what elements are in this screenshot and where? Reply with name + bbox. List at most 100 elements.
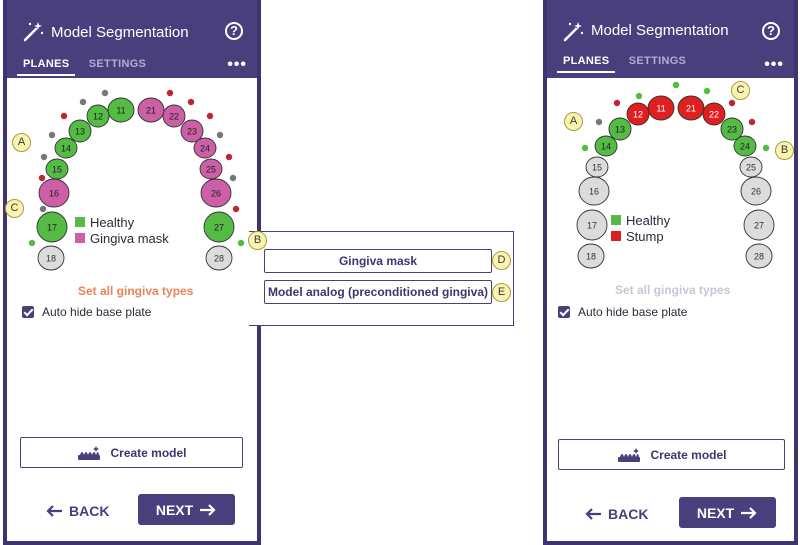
segment-dot[interactable] (39, 205, 47, 213)
tooth-shape[interactable] (38, 178, 70, 208)
tooth-14[interactable]: 14 (54, 137, 78, 159)
segment-dot[interactable] (703, 87, 711, 95)
segment-dot[interactable] (166, 89, 174, 97)
segment-dot[interactable] (48, 131, 56, 139)
tooth-25[interactable]: 25 (739, 156, 763, 178)
segment-dot[interactable] (225, 153, 233, 161)
tooth-22[interactable]: 22 (702, 102, 726, 126)
tooth-shape[interactable] (37, 245, 65, 271)
tooth-shape[interactable] (578, 176, 610, 206)
tooth-shape[interactable] (739, 156, 763, 178)
tooth-18[interactable]: 18 (577, 243, 605, 269)
next-button[interactable]: NEXT (679, 497, 776, 528)
tooth-22[interactable]: 22 (162, 104, 186, 128)
tooth-shape[interactable] (54, 137, 78, 159)
segment-dot[interactable] (40, 153, 48, 161)
tooth-13[interactable]: 13 (68, 119, 92, 143)
help-icon[interactable]: ? (762, 22, 780, 40)
tooth-shape[interactable] (36, 211, 68, 243)
tooth-shape[interactable] (199, 158, 223, 180)
tooth-28[interactable]: 28 (745, 243, 773, 269)
tab-settings[interactable]: SETTINGS (88, 58, 147, 70)
tooth-23[interactable]: 23 (720, 117, 744, 141)
tooth-27[interactable]: 27 (203, 211, 235, 243)
tooth-11[interactable]: 11 (647, 95, 675, 121)
tooth-27[interactable]: 27 (743, 209, 775, 241)
tooth-shape[interactable] (205, 245, 233, 271)
tooth-shape[interactable] (745, 243, 773, 269)
help-icon[interactable]: ? (225, 22, 243, 40)
tooth-24[interactable]: 24 (193, 137, 217, 159)
option-model-analog[interactable]: Model analog (preconditioned gingiva) (264, 280, 492, 304)
set-all-gingiva-link[interactable]: Set all gingiva types (78, 284, 194, 298)
tooth-23[interactable]: 23 (180, 119, 204, 143)
next-button[interactable]: NEXT (138, 494, 235, 525)
tooth-21[interactable]: 21 (677, 95, 705, 121)
tooth-shape[interactable] (193, 137, 217, 159)
tooth-18[interactable]: 18 (37, 245, 65, 271)
tooth-shape[interactable] (162, 104, 186, 128)
tooth-16[interactable]: 16 (578, 176, 610, 206)
option-gingiva-mask[interactable]: Gingiva mask (264, 249, 492, 273)
more-icon[interactable]: ••• (764, 56, 784, 73)
tooth-shape[interactable] (647, 95, 675, 121)
back-button[interactable]: BACK (584, 506, 648, 522)
tooth-14[interactable]: 14 (594, 135, 618, 157)
tooth-shape[interactable] (594, 135, 618, 157)
tooth-shape[interactable] (733, 135, 757, 157)
tooth-shape[interactable] (577, 243, 605, 269)
segment-dot[interactable] (728, 99, 736, 107)
segment-dot[interactable] (762, 144, 770, 152)
segment-dot[interactable] (101, 89, 109, 97)
segment-dot[interactable] (635, 92, 643, 100)
tooth-17[interactable]: 17 (576, 209, 608, 241)
segment-dot[interactable] (28, 239, 36, 247)
tooth-shape[interactable] (743, 209, 775, 241)
tooth-shape[interactable] (68, 119, 92, 143)
tooth-shape[interactable] (608, 117, 632, 141)
tooth-12[interactable]: 12 (86, 104, 110, 128)
tooth-shape[interactable] (180, 119, 204, 143)
tooth-shape[interactable] (626, 102, 650, 126)
tooth-shape[interactable] (107, 97, 135, 123)
segment-dot[interactable] (672, 81, 680, 89)
segment-dot[interactable] (581, 144, 589, 152)
segment-dot[interactable] (79, 98, 87, 106)
tooth-24[interactable]: 24 (733, 135, 757, 157)
segment-dot[interactable] (237, 239, 245, 247)
create-model-button[interactable]: Create model (558, 439, 785, 470)
segment-dot[interactable] (38, 174, 46, 182)
tooth-shape[interactable] (203, 211, 235, 243)
segment-dot[interactable] (60, 112, 68, 120)
tooth-13[interactable]: 13 (608, 117, 632, 141)
tooth-26[interactable]: 26 (740, 176, 772, 206)
segment-dot[interactable] (748, 118, 756, 126)
segment-dot[interactable] (613, 99, 621, 107)
segment-dot[interactable] (187, 98, 195, 106)
tooth-12[interactable]: 12 (626, 102, 650, 126)
tooth-26[interactable]: 26 (200, 178, 232, 208)
back-button[interactable]: BACK (45, 503, 109, 519)
tooth-shape[interactable] (740, 176, 772, 206)
segment-dot[interactable] (232, 205, 240, 213)
tooth-shape[interactable] (86, 104, 110, 128)
tooth-17[interactable]: 17 (36, 211, 68, 243)
tab-settings[interactable]: SETTINGS (628, 55, 687, 67)
tooth-shape[interactable] (137, 97, 165, 123)
more-icon[interactable]: ••• (227, 56, 247, 73)
tooth-25[interactable]: 25 (199, 158, 223, 180)
auto-hide-checkbox[interactable]: Auto hide base plate (22, 305, 151, 319)
tooth-shape[interactable] (576, 209, 608, 241)
tooth-15[interactable]: 15 (585, 156, 609, 178)
tooth-28[interactable]: 28 (205, 245, 233, 271)
create-model-button[interactable]: Create model (20, 437, 243, 468)
tooth-15[interactable]: 15 (45, 158, 69, 180)
segment-dot[interactable] (216, 131, 224, 139)
tooth-shape[interactable] (677, 95, 705, 121)
tooth-shape[interactable] (200, 178, 232, 208)
tooth-16[interactable]: 16 (38, 178, 70, 208)
tooth-21[interactable]: 21 (137, 97, 165, 123)
segment-dot[interactable] (595, 118, 603, 126)
